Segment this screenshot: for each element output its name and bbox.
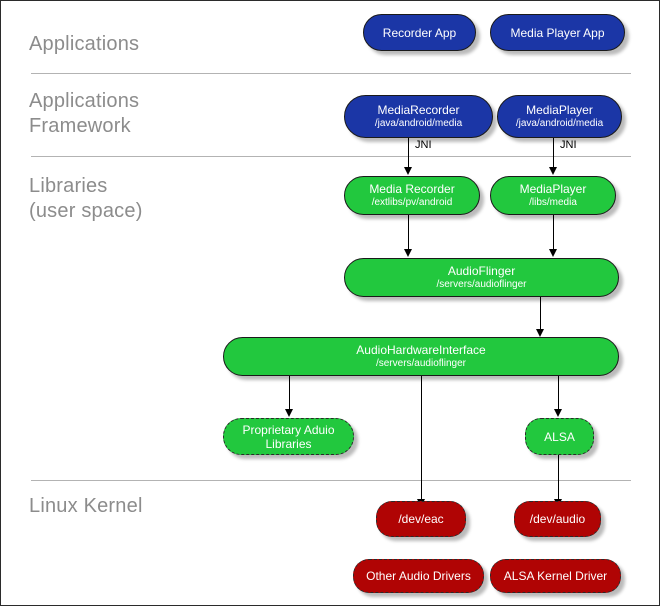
node-dev-audio-title: /dev/audio [529, 512, 586, 526]
divider-applications-framework [31, 156, 631, 157]
node-mediaplayer-framework-title: MediaPlayer [526, 103, 593, 117]
arrowhead-audiohwi-proprietary [285, 409, 293, 417]
node-dev-eac-title: /dev/eac [398, 512, 444, 526]
node-audiohardwareinterface-title: AudioHardwareInterface [356, 343, 486, 357]
node-recorder-app[interactable]: Recorder App [363, 14, 476, 51]
node-audiohardwareinterface-path: /servers/audioflinger [375, 358, 467, 369]
node-mediarecorder-framework[interactable]: MediaRecorder /java/android/media [344, 95, 493, 138]
connector-audiohwi-proprietary [289, 376, 291, 411]
node-mediaplayer-framework-path: /java/android/media [515, 118, 604, 129]
node-dev-audio[interactable]: /dev/audio [514, 501, 601, 537]
divider-applications [31, 73, 631, 74]
arrowhead-mediaplayer-jni [549, 167, 557, 175]
node-alsa-kernel-driver[interactable]: ALSA Kernel Driver [490, 559, 621, 593]
connector-mediaplayer-jni [553, 137, 555, 169]
connector-audioflinger-audiohardwareinterface [540, 296, 542, 332]
connector-alsa-devaudio [558, 454, 560, 501]
layer-label-applications-framework: Applications Framework [29, 90, 140, 137]
node-media-recorder-library-title: Media Recorder [369, 182, 455, 196]
connector-audiohwi-deveac [421, 376, 423, 501]
node-alsa-kernel-driver-title: ALSA Kernel Driver [503, 569, 608, 583]
node-media-player-app-title: Media Player App [510, 25, 605, 40]
layer-label-libraries: Libraries (user space) [29, 175, 143, 222]
arrowhead-audiohwi-alsa [554, 409, 562, 417]
layer-label-linux-kernel: Linux Kernel [29, 495, 143, 517]
connector-audiohwi-alsa [558, 376, 560, 411]
divider-libraries [31, 480, 631, 481]
node-media-recorder-library-path: /extlibs/pv/android [371, 197, 453, 208]
node-recorder-app-title: Recorder App [382, 25, 457, 40]
node-audioflinger-title: AudioFlinger [447, 264, 516, 278]
node-alsa-title: ALSA [544, 429, 575, 444]
node-dev-eac[interactable]: /dev/eac [376, 501, 466, 537]
edge-label-jni-left: JNI [415, 139, 432, 151]
connector-mediarecorderlib-audioflinger [408, 214, 410, 251]
node-mediaplayer-framework[interactable]: MediaPlayer /java/android/media [497, 95, 622, 138]
arrowhead-mediarecorder-jni [404, 167, 412, 175]
arrowhead-mediarecorderlib-audioflinger [404, 249, 412, 257]
connector-mediarecorder-jni [408, 137, 410, 169]
node-mediaplayer-library-path: /libs/media [529, 197, 577, 208]
edge-label-jni-right: JNI [560, 139, 577, 151]
node-proprietary-audio-libraries[interactable]: Proprietary Aduio Libraries [223, 418, 354, 455]
arrowhead-mediaplayerlib-audioflinger [549, 249, 557, 257]
node-mediaplayer-library-title: MediaPlayer [519, 182, 587, 196]
layer-label-applications: Applications [29, 33, 140, 55]
node-mediaplayer-library[interactable]: MediaPlayer /libs/media [490, 176, 616, 215]
arrowhead-audioflinger-audiohardwareinterface [536, 329, 544, 337]
node-media-recorder-library[interactable]: Media Recorder /extlibs/pv/android [344, 176, 480, 215]
node-other-audio-drivers[interactable]: Other Audio Drivers [353, 559, 484, 593]
node-media-player-app[interactable]: Media Player App [490, 14, 625, 51]
connector-mediaplayerlib-audioflinger [553, 214, 555, 251]
node-proprietary-audio-libraries-title: Proprietary Aduio Libraries [242, 422, 335, 451]
node-audiohardwareinterface[interactable]: AudioHardwareInterface /servers/audiofli… [223, 337, 619, 376]
node-audioflinger-path: /servers/audioflinger [436, 279, 527, 290]
node-alsa[interactable]: ALSA [525, 418, 594, 455]
node-other-audio-drivers-title: Other Audio Drivers [366, 569, 471, 583]
node-audioflinger[interactable]: AudioFlinger /servers/audioflinger [344, 258, 619, 297]
node-mediarecorder-framework-title: MediaRecorder [377, 103, 460, 117]
node-mediarecorder-framework-path: /java/android/media [374, 118, 463, 129]
